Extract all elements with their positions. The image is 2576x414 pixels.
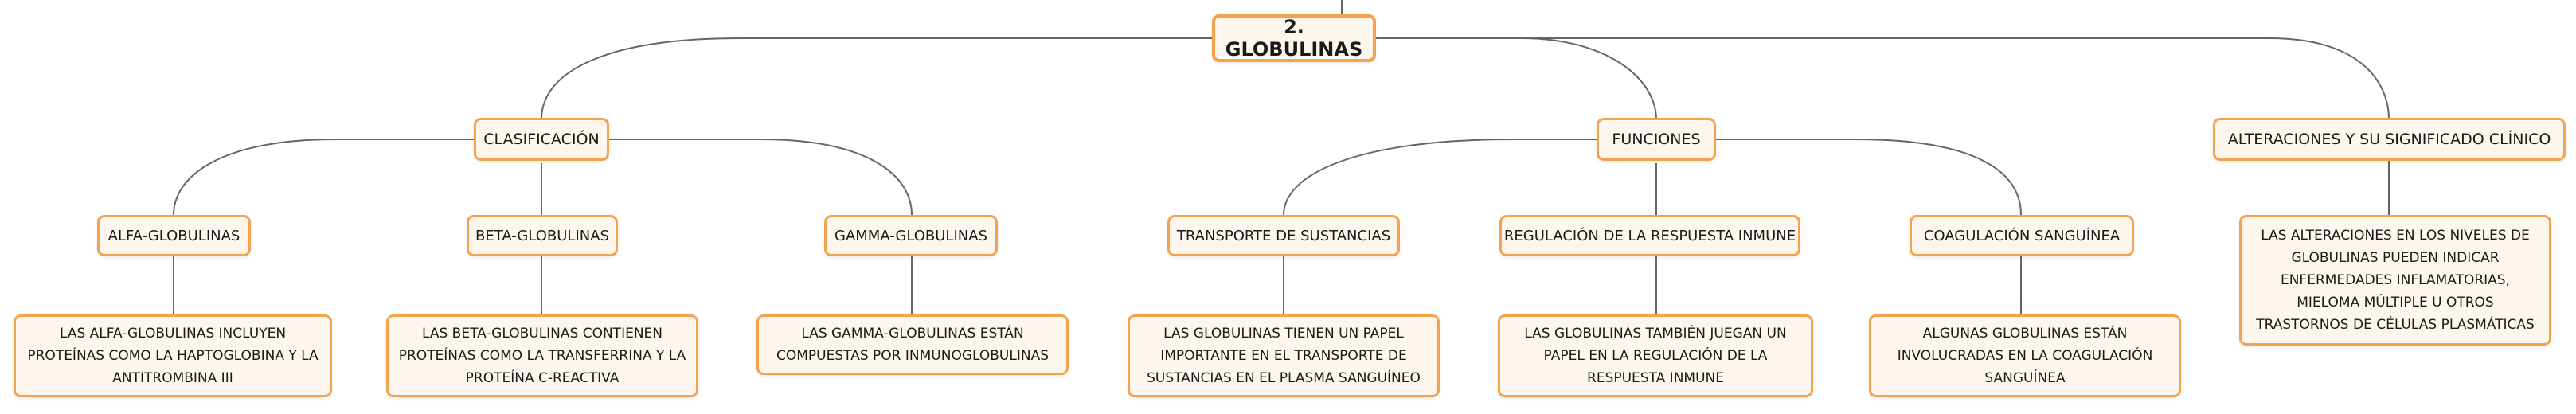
root-label: 2. GLOBULINAS (1225, 16, 1363, 61)
alfa-label: ALFA-GLOBULINAS (107, 227, 240, 244)
detail-alfa[interactable]: LAS ALFA-GLOBULINAS INCLUYEN PROTEÍNAS C… (14, 314, 332, 397)
connector-root-funciones (1371, 37, 1657, 120)
transporte-detail-text: LAS GLOBULINAS TIENEN UN PAPEL IMPORTANT… (1147, 326, 1421, 386)
connector-root-alteraciones (1371, 37, 2390, 120)
detail-beta[interactable]: LAS BETA-GLOBULINAS CONTIENEN PROTEÍNAS … (386, 314, 698, 397)
beta-label: BETA-GLOBULINAS (475, 227, 609, 244)
node-regulacion[interactable]: REGULACIÓN DE LA RESPUESTA INMUNE (1499, 215, 1800, 256)
node-alteraciones[interactable]: ALTERACIONES Y SU SIGNIFICADO CLÍNICO (2213, 118, 2566, 161)
clasificacion-label: CLASIFICACIÓN (483, 131, 600, 148)
alfa-detail-text: LAS ALFA-GLOBULINAS INCLUYEN PROTEÍNAS C… (27, 326, 319, 386)
coagulacion-label: COAGULACIÓN SANGUÍNEA (1923, 227, 2121, 244)
regulacion-detail-text: LAS GLOBULINAS TAMBIÉN JUEGAN UN PAPEL E… (1524, 326, 1787, 386)
alteraciones-label: ALTERACIONES Y SU SIGNIFICADO CLÍNICO (2227, 131, 2551, 148)
detail-transporte[interactable]: LAS GLOBULINAS TIENEN UN PAPEL IMPORTANT… (1128, 314, 1440, 397)
beta-detail-text: LAS BETA-GLOBULINAS CONTIENEN PROTEÍNAS … (398, 326, 686, 386)
detail-coagulacion[interactable]: ALGUNAS GLOBULINAS ESTÁN INVOLUCRADAS EN… (1869, 314, 2181, 397)
node-transporte[interactable]: TRANSPORTE DE SUSTANCIAS (1167, 215, 1400, 256)
regulacion-label: REGULACIÓN DE LA RESPUESTA INMUNE (1503, 227, 1796, 244)
node-alfa-globulinas[interactable]: ALFA-GLOBULINAS (97, 215, 251, 256)
connector-funciones-coagulacion (1712, 139, 2022, 216)
alteraciones-detail-text: LAS ALTERACIONES EN LOS NIVELES DE GLOBU… (2256, 228, 2535, 333)
connector-clasificacion-alfa (173, 139, 476, 216)
detail-alteraciones[interactable]: LAS ALTERACIONES EN LOS NIVELES DE GLOBU… (2239, 215, 2551, 346)
detail-regulacion[interactable]: LAS GLOBULINAS TAMBIÉN JUEGAN UN PAPEL E… (1498, 314, 1813, 397)
root-node[interactable]: 2. GLOBULINAS (1212, 14, 1376, 62)
connector-root-clasificacion (541, 37, 1217, 120)
node-funciones[interactable]: FUNCIONES (1597, 118, 1716, 161)
gamma-label: GAMMA-GLOBULINAS (835, 227, 987, 244)
node-gamma-globulinas[interactable]: GAMMA-GLOBULINAS (824, 215, 998, 256)
connector-clasificacion-gamma (607, 139, 913, 216)
node-clasificacion[interactable]: CLASIFICACIÓN (474, 118, 609, 161)
node-beta-globulinas[interactable]: BETA-GLOBULINAS (467, 215, 618, 256)
funciones-label: FUNCIONES (1612, 131, 1701, 148)
gamma-detail-text: LAS GAMMA-GLOBULINAS ESTÁN COMPUESTAS PO… (776, 326, 1049, 364)
connector-funciones-transporte (1283, 139, 1601, 216)
detail-gamma[interactable]: LAS GAMMA-GLOBULINAS ESTÁN COMPUESTAS PO… (756, 314, 1069, 375)
node-coagulacion[interactable]: COAGULACIÓN SANGUÍNEA (1910, 215, 2134, 256)
coagulacion-detail-text: ALGUNAS GLOBULINAS ESTÁN INVOLUCRADAS EN… (1897, 326, 2153, 386)
transporte-label: TRANSPORTE DE SUSTANCIAS (1176, 227, 1391, 244)
